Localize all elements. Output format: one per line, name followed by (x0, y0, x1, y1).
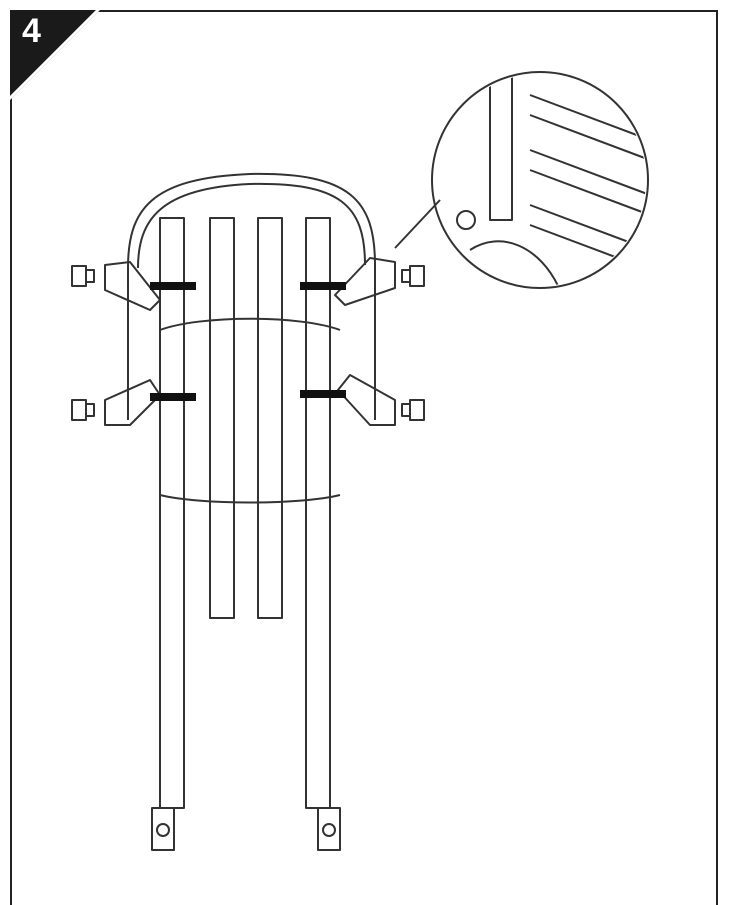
right-leg (305, 217, 331, 809)
bracket-top-right (334, 257, 396, 306)
bracket-top-left (104, 261, 161, 311)
slat-left (209, 217, 235, 619)
bracket-bottom-left (104, 379, 161, 426)
wing-nut-icon (71, 399, 95, 421)
left-leg (159, 217, 185, 809)
step-badge (6, 6, 102, 102)
foot-right (317, 807, 341, 851)
step-number: 4 (22, 12, 41, 50)
instruction-frame (10, 10, 718, 905)
wing-nut-icon (401, 399, 425, 421)
clamp-bottom-right (300, 390, 346, 398)
foot-left (151, 807, 175, 851)
wing-nut-icon (401, 265, 425, 287)
backrest-frame (127, 172, 376, 269)
wing-nut-icon (71, 265, 95, 287)
clamp-top-right (300, 282, 346, 290)
clamp-bottom-left (150, 393, 196, 401)
detail-magnifier (431, 71, 649, 289)
bracket-bottom-right (337, 374, 396, 426)
slat-right (257, 217, 283, 619)
clamp-top-left (150, 282, 196, 290)
